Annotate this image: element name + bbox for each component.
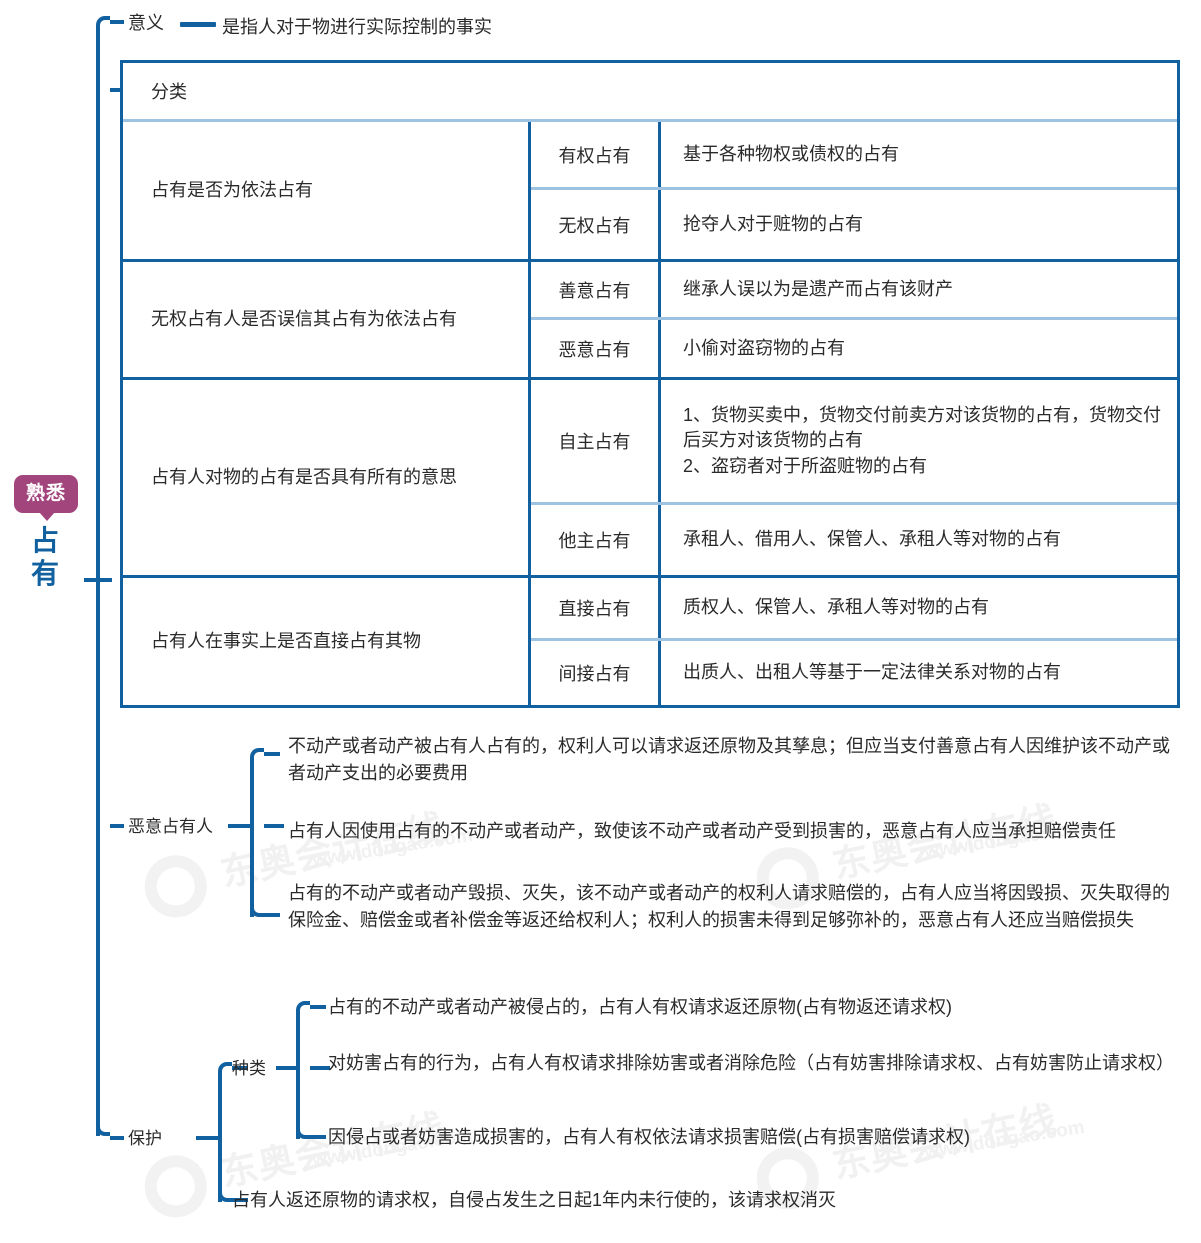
malicious-spine: [250, 762, 254, 917]
table-subrow: 恶意占有 小偷对盗窃物的占有: [531, 320, 1177, 377]
root-title-line-2: 有: [30, 558, 61, 590]
kinds-stem: [276, 1066, 298, 1070]
table-subtype-cell: 自主占有: [531, 380, 661, 502]
table-subtype-cell: 善意占有: [531, 262, 661, 317]
table-subrow: 直接占有 质权人、保管人、承租人等对物的占有: [531, 578, 1177, 641]
malicious-cap-bottom: [250, 903, 264, 917]
malicious-stem: [228, 824, 250, 828]
meaning-dash: [180, 22, 216, 27]
table-description-cell: 出质人、出租人等基于一定法律关系对物的占有: [683, 662, 1061, 683]
kinds-leaf-connector: [310, 1135, 326, 1139]
table-description-cell: 抢夺人对于赃物的占有: [683, 213, 863, 234]
table-subrows: 有权占有 基于各种物权或债权的占有 无权占有 抢夺人对于赃物的占有: [531, 122, 1177, 259]
kinds-item-text: 因侵占或者妨害造成损害的，占有人有权依法请求损害赔偿(占有损害赔偿请求权): [328, 1127, 970, 1147]
table-description-cell: 质权人、保管人、承租人等对物的占有: [683, 597, 989, 618]
kinds-connector: [232, 1066, 248, 1070]
branch-connector-classification: [110, 88, 122, 92]
table-subrows: 自主占有 1、货物买卖中，货物交付前卖方对该货物的占有，货物交付后买方对该货物的…: [531, 380, 1177, 575]
classification-table: 分类 占有是否为依法占有 有权占有 基于各种物权或债权的占有 无权占有 抢夺人对…: [120, 60, 1180, 708]
branch-connector-protection: [110, 1136, 124, 1140]
table-category-cell: 占有是否为依法占有: [123, 122, 531, 259]
malicious-item-text: 占有人因使用占有的不动产或者动产，致使该不动产或者动产受到损害的，恶意占有人应当…: [288, 821, 1116, 841]
protection-stem: [196, 1136, 218, 1140]
table-category-cell: 无权占有人是否误信其占有为依法占有: [123, 262, 531, 377]
table-subrow: 无权占有 抢夺人对于赃物的占有: [531, 190, 1177, 259]
limitation-text: 占有人返还原物的请求权，自侵占发生之日起1年内未行使的，该请求权消灭: [232, 1190, 837, 1210]
table-subtype-cell: 无权占有: [531, 190, 661, 259]
root-node: 熟悉 占 有: [0, 475, 92, 590]
table-subtype-cell: 直接占有: [531, 578, 661, 638]
limitation-connector: [232, 1198, 248, 1202]
branch-label-malicious: 恶意占有人: [128, 817, 213, 836]
branch-label-kinds: 种类: [232, 1059, 266, 1078]
malicious-cap-top: [250, 748, 264, 762]
table-subtype-cell: 间接占有: [531, 641, 661, 705]
table-subrow: 自主占有 1、货物买卖中，货物交付前卖方对该货物的占有，货物交付后买方对该货物的…: [531, 380, 1177, 505]
table-category-cell: 占有人对物的占有是否具有所有的意思: [123, 380, 531, 575]
table-subrow: 他主占有 承租人、借用人、保管人、承租人等对物的占有: [531, 505, 1177, 575]
kinds-cap-top: [296, 1001, 310, 1015]
malicious-leaf-connector: [264, 752, 280, 756]
kinds-spine: [296, 1015, 300, 1139]
kinds-leaf-connector: [310, 1066, 330, 1070]
branch-connector-meaning: [110, 20, 124, 24]
table-subrow: 间接占有 出质人、出租人等基于一定法律关系对物的占有: [531, 641, 1177, 705]
spine-vertical: [96, 30, 100, 1136]
branch-label-protection: 保护: [128, 1129, 162, 1148]
table-row: 无权占有人是否误信其占有为依法占有 善意占有 继承人误以为是遗产而占有该财产 恶…: [123, 262, 1177, 380]
protection-cap-top: [218, 1062, 232, 1076]
table-description-cell: 基于各种物权或债权的占有: [683, 143, 899, 164]
table-subtype-cell: 他主占有: [531, 505, 661, 575]
table-description-cell: 1、货物买卖中，货物交付前卖方对该货物的占有，货物交付后买方对该货物的占有 2、…: [683, 404, 1162, 476]
branch-connector-malicious: [110, 824, 124, 828]
table-description-cell: 承租人、借用人、保管人、承租人等对物的占有: [683, 529, 1061, 550]
kinds-leaf-connector: [310, 1005, 326, 1009]
protection-spine: [218, 1076, 222, 1202]
spine-cap-top: [96, 16, 110, 30]
classification-table-header: 分类: [123, 63, 1177, 122]
malicious-leaf-connector: [264, 913, 280, 917]
table-subrow: 善意占有 继承人误以为是遗产而占有该财产: [531, 262, 1177, 320]
table-subrows: 直接占有 质权人、保管人、承租人等对物的占有 间接占有 出质人、出租人等基于一定…: [531, 578, 1177, 705]
table-subrows: 善意占有 继承人误以为是遗产而占有该财产 恶意占有 小偷对盗窃物的占有: [531, 262, 1177, 377]
table-subtype-cell: 恶意占有: [531, 320, 661, 377]
page-title: 占 有: [0, 524, 92, 590]
table-row: 占有是否为依法占有 有权占有 基于各种物权或债权的占有 无权占有 抢夺人对于赃物…: [123, 122, 1177, 262]
table-subrow: 有权占有 基于各种物权或债权的占有: [531, 122, 1177, 190]
kinds-item-text: 占有的不动产或者动产被侵占的，占有人有权请求返还原物(占有物返还请求权): [328, 997, 952, 1017]
kinds-cap-bottom: [296, 1125, 310, 1139]
malicious-leaf-connector: [264, 824, 284, 828]
kinds-item-text: 对妨害占有的行为，占有人有权请求排除妨害或者消除危险（占有妨害排除请求权、占有妨…: [328, 1053, 1174, 1073]
malicious-item-text: 占有的不动产或者动产毁损、灭失，该不动产或者动产的权利人请求赔偿的，占有人应当将…: [288, 883, 1170, 931]
spine-cap-bottom: [96, 1122, 110, 1136]
branch-label-meaning: 意义: [128, 13, 164, 33]
meaning-text: 是指人对于物进行实际控制的事实: [222, 17, 492, 37]
table-description-cell: 继承人误以为是遗产而占有该财产: [683, 278, 953, 299]
table-row: 占有人对物的占有是否具有所有的意思 自主占有 1、货物买卖中，货物交付前卖方对该…: [123, 380, 1177, 578]
protection-cap-bottom: [218, 1188, 232, 1202]
mastery-level-badge: 熟悉: [13, 475, 78, 521]
malicious-item-text: 不动产或者动产被占有人占有的，权利人可以请求返还原物及其孳息；但应当支付善意占有…: [288, 736, 1170, 784]
table-category-cell: 占有人在事实上是否直接占有其物: [123, 578, 531, 705]
table-subtype-cell: 有权占有: [531, 122, 661, 187]
root-title-line-1: 占: [30, 525, 61, 556]
table-description-cell: 小偷对盗窃物的占有: [683, 337, 845, 358]
table-row: 占有人在事实上是否直接占有其物 直接占有 质权人、保管人、承租人等对物的占有 间…: [123, 578, 1177, 705]
